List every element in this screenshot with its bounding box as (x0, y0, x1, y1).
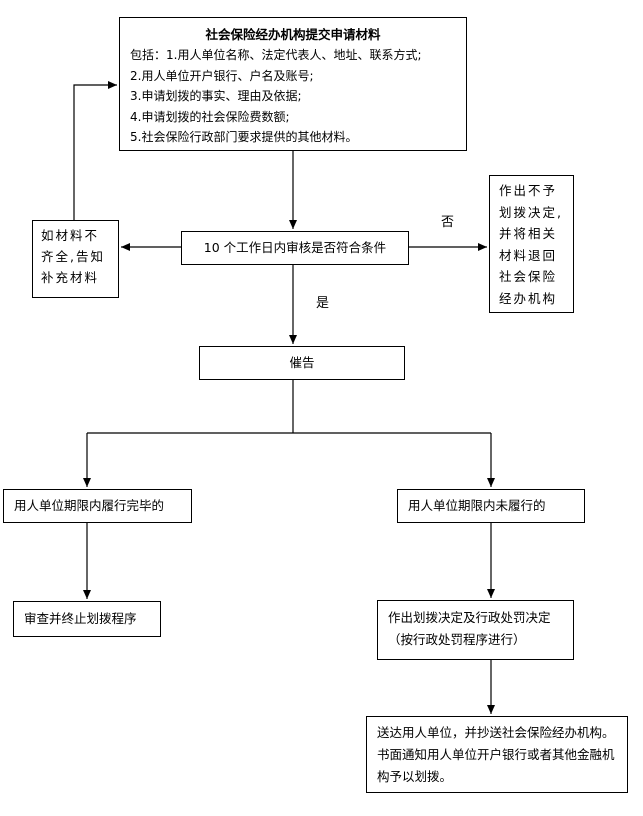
material-item-1: 包括：1.用人单位名称、法定代表人、地址、联系方式; (130, 48, 422, 62)
unfulfilled-box: 用人单位期限内未履行的 (397, 489, 585, 523)
material-item-5: 5.社会保险行政部门要求提供的其他材料。 (130, 130, 358, 144)
material-item-2: 2.用人单位开户银行、户名及账号; (130, 68, 314, 83)
submit-materials-title: 社会保险经办机构提交申请材料 (205, 27, 381, 42)
review-box: 10 个工作日内审核是否符合条件 (181, 231, 409, 265)
material-item-3: 3.申请划拨的事实、理由及依据; (130, 89, 302, 103)
submit-materials-box: 社会保险经办机构提交申请材料 包括：1.用人单位名称、法定代表人、地址、联系方式… (119, 17, 467, 151)
material-item-4: 4.申请划拨的社会保险费数额; (130, 109, 290, 124)
notify-box: 送达用人单位，并抄送社会保险经办机构。书面通知用人单位开户银行或者其他金融机构予… (366, 716, 628, 793)
fulfilled-box: 用人单位期限内履行完毕的 (3, 489, 192, 523)
incomplete-materials-box: 如材料不齐全,告知补充材料 (32, 220, 119, 298)
urge-box: 催告 (199, 346, 405, 380)
yes-label: 是 (316, 296, 330, 311)
arrow-left-to-top (73, 81, 117, 220)
no-label: 否 (441, 215, 455, 230)
terminate-box: 审查并终止划拨程序 (13, 601, 161, 637)
transfer-decision-box: 作出划拨决定及行政处罚决定（按行政处罚程序进行） (377, 600, 574, 660)
reject-decision-box: 作出不予划拨决定,并将相关材料退回社会保险经办机构 (489, 175, 574, 313)
